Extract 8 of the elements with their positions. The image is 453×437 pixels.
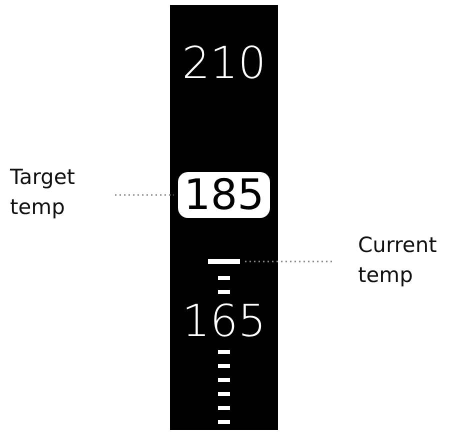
current-indicator-bar (208, 259, 240, 264)
leader-line (242, 260, 332, 262)
scale-number: 210 (181, 40, 267, 88)
scale-number: 165 (181, 298, 267, 346)
callout-label: Target temp (10, 162, 110, 222)
leader-line (115, 194, 174, 196)
target-value-box: 185 (178, 172, 270, 218)
callout-label: Current temp (358, 230, 453, 290)
